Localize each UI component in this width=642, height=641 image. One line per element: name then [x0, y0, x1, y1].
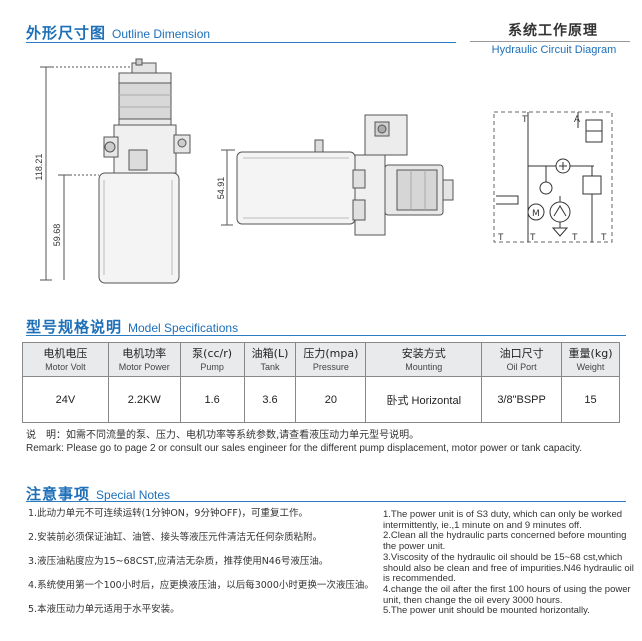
- note-cn-item: 4.系统使用第一个100小时后，应更换液压油，以后每3000小时更换一次液压油。: [28, 580, 374, 591]
- specs-section-title: 型号规格说明 Model Specifications: [26, 316, 238, 337]
- hydraulic-underline: [470, 41, 630, 42]
- remark-en: Remark: Please go to page 2 or consult o…: [26, 443, 583, 454]
- hydraulic-circuit-diagram: M T A T T T T: [493, 111, 613, 243]
- remark-cn: 说 明：如需不同流量的泵、压力、电机功率等系统参数,请查看液压动力单元型号说明。: [26, 430, 420, 441]
- specs-underline: [26, 335, 626, 336]
- cell-motor-volt: 24V: [22, 376, 109, 423]
- dim-side-label: 54.91: [216, 177, 226, 200]
- outline-underline: [26, 42, 456, 43]
- note-en-item: 2.Clean all the hydraulic parts concerne…: [383, 530, 627, 553]
- port-t-bottom-3: T: [572, 232, 578, 242]
- outline-section-title: 外形尺寸图 Outline Dimension: [26, 22, 210, 43]
- hydraulic-title-en: Hydraulic Circuit Diagram: [491, 44, 617, 56]
- note-en-item: 4.change the oil after the first 100 hou…: [383, 583, 631, 606]
- dim-tank-label: 59.68: [52, 224, 62, 247]
- dim-total-label: 118.21: [34, 154, 44, 181]
- note-en-item: 5.The power unit should be mounted horiz…: [383, 605, 590, 617]
- port-a: A: [574, 114, 580, 124]
- cell-oil-port: 3/8"BSPP: [481, 376, 563, 423]
- note-en-item: 1.The power unit is of S3 duty, which ca…: [383, 509, 623, 531]
- notes-title-en: Special Notes: [96, 488, 171, 502]
- spec-data-row: 24V 2.2KW 1.6 3.6 20 卧式 Horizontal 3/8"B…: [22, 376, 620, 423]
- notes-section-title: 注意事项 Special Notes: [26, 483, 170, 504]
- cell-pump: 1.6: [179, 376, 245, 423]
- cell-motor-power: 2.2KW: [107, 376, 181, 423]
- svg-text:M: M: [532, 209, 540, 219]
- specs-title-en: Model Specifications: [128, 321, 239, 335]
- cell-weight: 15: [561, 376, 620, 423]
- cell-pressure: 20: [295, 376, 367, 423]
- port-t-top: T: [522, 114, 528, 124]
- notes-title-cn: 注意事项: [26, 485, 91, 503]
- notes-underline: [26, 501, 626, 502]
- specs-title-cn: 型号规格说明: [26, 318, 123, 336]
- note-en-item: 3.Viscosity of the hydraulic oil should …: [383, 551, 634, 585]
- col-pressure: 压力(mpa)Pressure: [295, 342, 367, 377]
- col-pump: 泵(cc/r)Pump: [179, 342, 245, 377]
- note-cn-item: 2.安装前必须保证油缸、油管、接头等液压元件清洁无任何杂质粘附。: [28, 532, 323, 543]
- notes-cn-list: 1.此动力单元不可连续运转(1分钟ON，9分钟OFF)，可重复工作。 2.安装前…: [28, 507, 374, 627]
- outline-title-en: Outline Dimension: [112, 27, 211, 41]
- note-cn-item: 5.本液压动力单元适用于水平安装。: [28, 604, 180, 615]
- hydraulic-title-cn: 系统工作原理: [508, 23, 598, 39]
- cell-mounting: 卧式 Horizontal: [365, 376, 483, 423]
- outline-side-view: 54.91: [216, 114, 454, 236]
- outline-front-view: 118.21 59.68: [34, 58, 191, 284]
- note-cn-item: 3.液压油粘度应为15~68CST,应清洁无杂质，推荐使用N46号液压油。: [28, 556, 329, 567]
- port-t-bottom-1: T: [498, 232, 504, 242]
- cell-tank: 3.6: [243, 376, 297, 423]
- col-weight: 重量(kg)Weight: [561, 342, 620, 377]
- port-t-bottom-2: T: [530, 232, 536, 242]
- notes-en-list: 1.The power unit is of S3 duty, which ca…: [383, 509, 635, 617]
- outline-title-cn: 外形尺寸图: [26, 24, 107, 42]
- col-tank: 油箱(L)Tank: [243, 342, 297, 377]
- note-cn-item: 1.此动力单元不可连续运转(1分钟ON，9分钟OFF)，可重复工作。: [28, 508, 309, 519]
- port-t-bottom-4: T: [601, 232, 607, 242]
